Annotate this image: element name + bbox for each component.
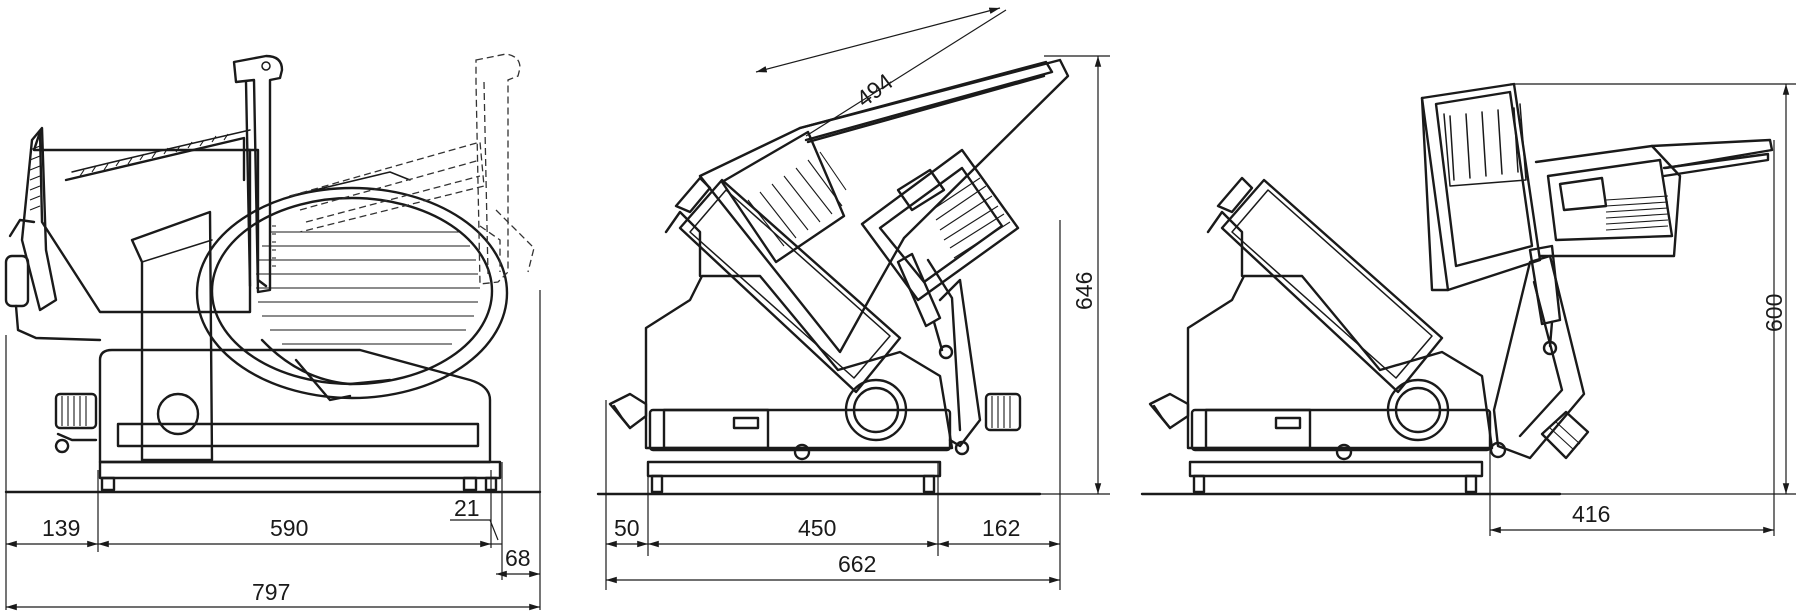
control-panel xyxy=(662,408,770,450)
foot xyxy=(100,476,116,492)
base-front xyxy=(648,408,952,452)
motor-cover-icon xyxy=(844,378,908,442)
dim-416: 416 xyxy=(1572,501,1610,527)
bolt-icon xyxy=(1335,443,1353,461)
dim-797: 797 xyxy=(252,579,290,605)
knob-icon xyxy=(1540,410,1590,460)
dim-21: 21 xyxy=(454,495,480,521)
plunger-handle xyxy=(1528,244,1562,326)
front-pillar xyxy=(130,210,214,462)
swing-arm xyxy=(1489,244,1590,460)
dim-50: 50 xyxy=(614,515,640,541)
foot xyxy=(650,474,664,494)
knob-icon xyxy=(608,392,648,430)
front-view: 139 590 21 68 797 xyxy=(4,53,542,611)
dim-646: 646 xyxy=(1071,272,1097,310)
knob-icon xyxy=(1148,392,1190,430)
base-body xyxy=(644,274,954,450)
power-button-icon xyxy=(156,392,200,436)
bolt-icon xyxy=(793,443,811,461)
base-body xyxy=(98,348,492,464)
knob-icon xyxy=(984,392,1022,432)
grip-ribs xyxy=(720,130,847,264)
foot xyxy=(1464,474,1478,494)
grip-ribs xyxy=(1443,103,1527,187)
tilted-view: 600 416 xyxy=(1140,82,1796,536)
foot xyxy=(1192,474,1206,494)
blade-support xyxy=(1206,210,1244,278)
blade-housing xyxy=(678,178,902,394)
motor-cover-icon xyxy=(1386,378,1450,442)
base-front xyxy=(1190,408,1492,452)
blade-disk xyxy=(195,171,509,400)
base-plate xyxy=(116,422,480,448)
blade-cap xyxy=(1216,176,1254,214)
foot xyxy=(462,476,478,492)
knob-icon xyxy=(54,392,98,454)
blade-support xyxy=(664,210,702,278)
ghost-position xyxy=(289,53,535,285)
tray-frame xyxy=(698,58,1070,354)
dim-450: 450 xyxy=(798,515,836,541)
blade-guard xyxy=(260,338,392,386)
slice-tray xyxy=(1534,144,1682,258)
pusher-arm xyxy=(232,54,284,294)
dim-139: 139 xyxy=(42,515,80,541)
front-dimensions: 139 590 21 68 797 xyxy=(5,290,541,611)
indicator xyxy=(1274,416,1302,430)
dim-162: 162 xyxy=(982,515,1020,541)
plunger-handle xyxy=(896,252,962,432)
side-dimensions: 494 646 50 450 162 662 xyxy=(605,7,1110,590)
side-view: 494 646 50 450 162 662 xyxy=(596,7,1110,590)
control-panel xyxy=(1204,408,1312,450)
pivot-icon xyxy=(954,440,970,456)
handle-icon xyxy=(4,254,30,308)
tilted-dimensions: 600 416 xyxy=(1489,83,1796,536)
dim-662: 662 xyxy=(838,551,876,577)
indicator xyxy=(732,416,760,430)
dim-68: 68 xyxy=(505,545,531,571)
base-body xyxy=(1186,274,1494,450)
foot xyxy=(922,474,936,494)
tray-rail xyxy=(1650,138,1774,170)
base-rail xyxy=(1188,460,1484,478)
base-rail xyxy=(646,460,942,478)
raised-carriage xyxy=(1420,82,1774,292)
left-end-plate xyxy=(4,126,102,342)
carriage-block xyxy=(860,148,1020,302)
support-arm xyxy=(294,358,352,402)
blade-housing xyxy=(1220,178,1444,394)
base-rail xyxy=(98,460,502,480)
dim-590: 590 xyxy=(270,515,308,541)
